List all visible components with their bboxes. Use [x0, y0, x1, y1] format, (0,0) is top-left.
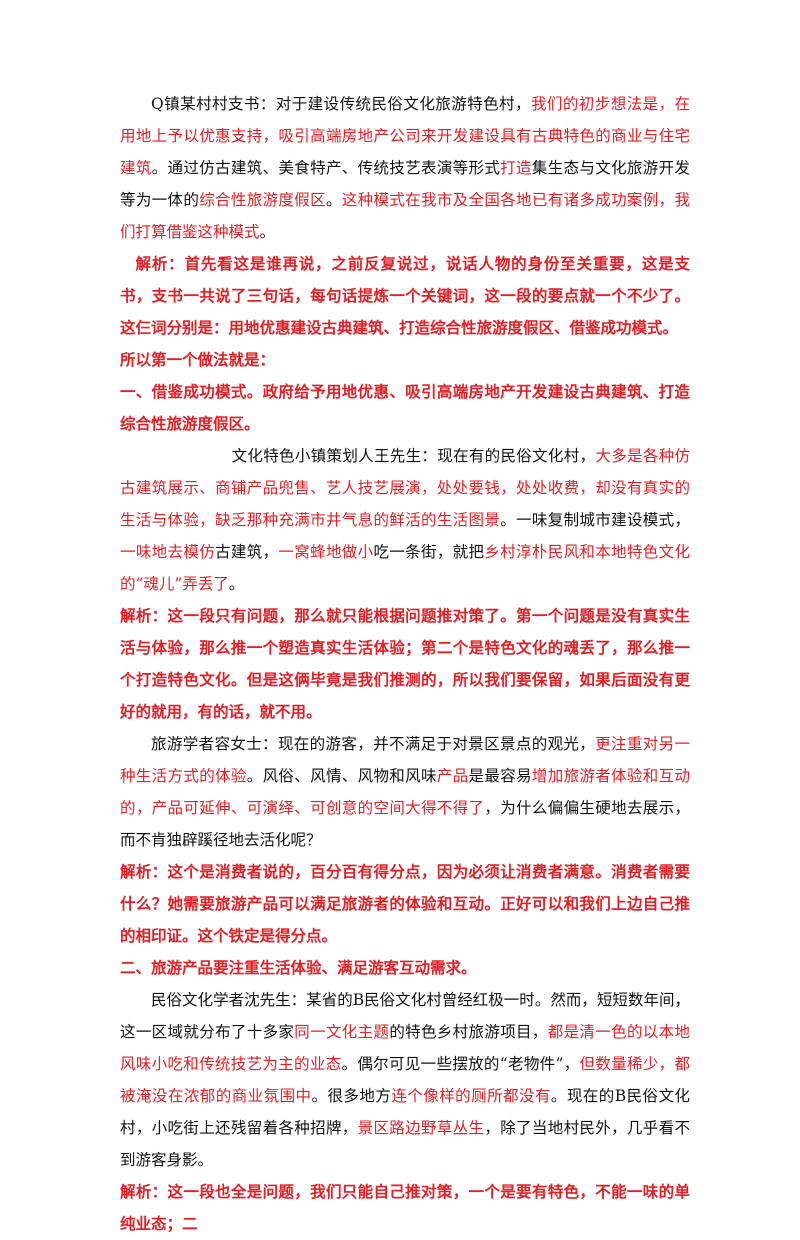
quote-paragraph-scholar-rong: 旅游学者容女士：现在的游客，并不满足于对景区景点的观光，更注重对另一种生活方式的…	[120, 728, 690, 856]
highlighted-text: 同一文化主题	[294, 1023, 390, 1041]
highlighted-text: 综合性旅游度假区	[199, 191, 326, 209]
highlighted-text: 增加旅游者体验和互动的，产品可延伸、可演绎、可创意的空间大得不得了	[120, 767, 690, 817]
quote-paragraph-scholar-shen: 民俗文化学者沈先生：某省的B民俗文化村曾经红极一时。然而，短短数年间，这一区域就…	[120, 984, 690, 1176]
body-text: Q镇某村村支书：对于建设传统民俗文化旅游特色村，	[151, 95, 531, 113]
highlighted-text: 一味地去模仿	[120, 543, 216, 561]
document-page: Q镇某村村支书：对于建设传统民俗文化旅游特色村，我们的初步想法是，在用地上予以优…	[120, 88, 690, 1240]
body-text: 。	[325, 191, 342, 209]
highlighted-text: 产品	[436, 767, 469, 785]
quote-paragraph-village-secretary: Q镇某村村支书：对于建设传统民俗文化旅游特色村，我们的初步想法是，在用地上予以优…	[120, 88, 690, 248]
body-text: 。很多地方	[311, 1087, 392, 1105]
highlighted-text: 连个像样的厕所都没有	[391, 1087, 551, 1105]
analysis-paragraph-3: 解析：这个是消费者说的，百分百有得分点，因为必须让消费者满意。消费者需要什么？她…	[120, 862, 690, 945]
body-text: 城市建设模式，	[579, 511, 690, 529]
body-text: 。	[228, 575, 245, 593]
body-text: 是最容易	[468, 767, 532, 785]
highlighted-text: 更注重对另一种生活方式的体验	[120, 735, 690, 785]
body-text: 集生态与文化旅游开发等为一体的	[120, 159, 690, 209]
body-text: 。偶尔可见一些摆放的“老物件”，	[341, 1055, 580, 1073]
highlighted-text: 大多是各种仿古建筑展示、商铺产品兜售、艺人技艺展演	[120, 447, 690, 497]
body-text: 。	[259, 223, 276, 241]
highlighted-text: 打造	[500, 159, 532, 177]
highlighted-text: 但数量稀少，都被淹没在浓郁的商业氛围中	[120, 1055, 690, 1105]
body-text: 。一味复制	[500, 511, 580, 529]
highlighted-text: 乡村淳朴民风和本地特色文化的“魂儿”弄丢了	[120, 543, 690, 593]
body-text: 民俗文化学者沈先生：某省的B民俗文化村曾经红极一时。然而，短短数年间，这一区域就…	[120, 991, 690, 1041]
body-text: 。通过仿古建筑、美食特产、传统技艺表演等形式	[151, 159, 501, 177]
body-text: 旅游学者容女士：现在的游客，并不满足于对景区景点的观光，	[151, 735, 596, 753]
section-lead-in: 所以第一个做法就是：	[120, 350, 276, 369]
section-heading-2: 二、旅游产品要注重生活体验、满足游客互动需求。	[120, 958, 477, 977]
highlighted-text: 都是清一色的以本地风味小吃和传统技艺为主的业态	[120, 1023, 690, 1073]
analysis-paragraph-1: 解析：首先看这是谁再说，之前反复说过，说话人物的身份至关重要，这是支书，支书一共…	[120, 254, 690, 337]
section-heading-1: 一、借鉴成功模式。政府给予用地优惠、吸引高端房地产开发建设古典建筑、打造综合性旅…	[120, 382, 690, 433]
body-text: 。风俗、风情、风物和风味	[246, 767, 437, 785]
analysis-paragraph-4: 解析：这一段也全是问题，我们只能自己推对策，一个是要有特色，不能一味的单纯业态；…	[120, 1182, 690, 1233]
highlighted-text: 这种模式在我市及全国各地已有诸多成功案例，我们打算借鉴这种模式	[120, 191, 690, 241]
body-text: 文化特色小镇策划人王先生：现在有的民俗文化村，	[231, 447, 596, 465]
highlighted-text: 我们的初步想法是，在用地上予以优惠支持，吸引高端房地产公司来开发建设具有古典特色…	[120, 95, 690, 177]
body-text: 吃一条街，就把	[373, 543, 485, 561]
body-text: 古建筑，	[215, 543, 279, 561]
body-text: ，为什么偏偏生硬地去展示，而不肯独辟蹊径地去活化呢？	[120, 799, 690, 849]
highlighted-text: ，处处要钱，处处收费，却没有真实的生活与体验，缺乏那种充满市井气息的鲜活的生活图…	[120, 479, 690, 529]
body-text: 的特色乡村旅游项目，	[389, 1023, 548, 1041]
quote-paragraph-planner-wang: 文化特色小镇策划人王先生：现在有的民俗文化村，大多是各种仿古建筑展示、商铺产品兜…	[120, 440, 690, 600]
analysis-paragraph-2: 解析：这一段只有问题，那么就只能根据问题推对策了。第一个问题是没有真实生活与体验…	[120, 606, 690, 721]
highlighted-text: 一窝蜂地做小	[278, 543, 374, 561]
highlighted-text: 景区路边野草丛生	[357, 1119, 485, 1137]
